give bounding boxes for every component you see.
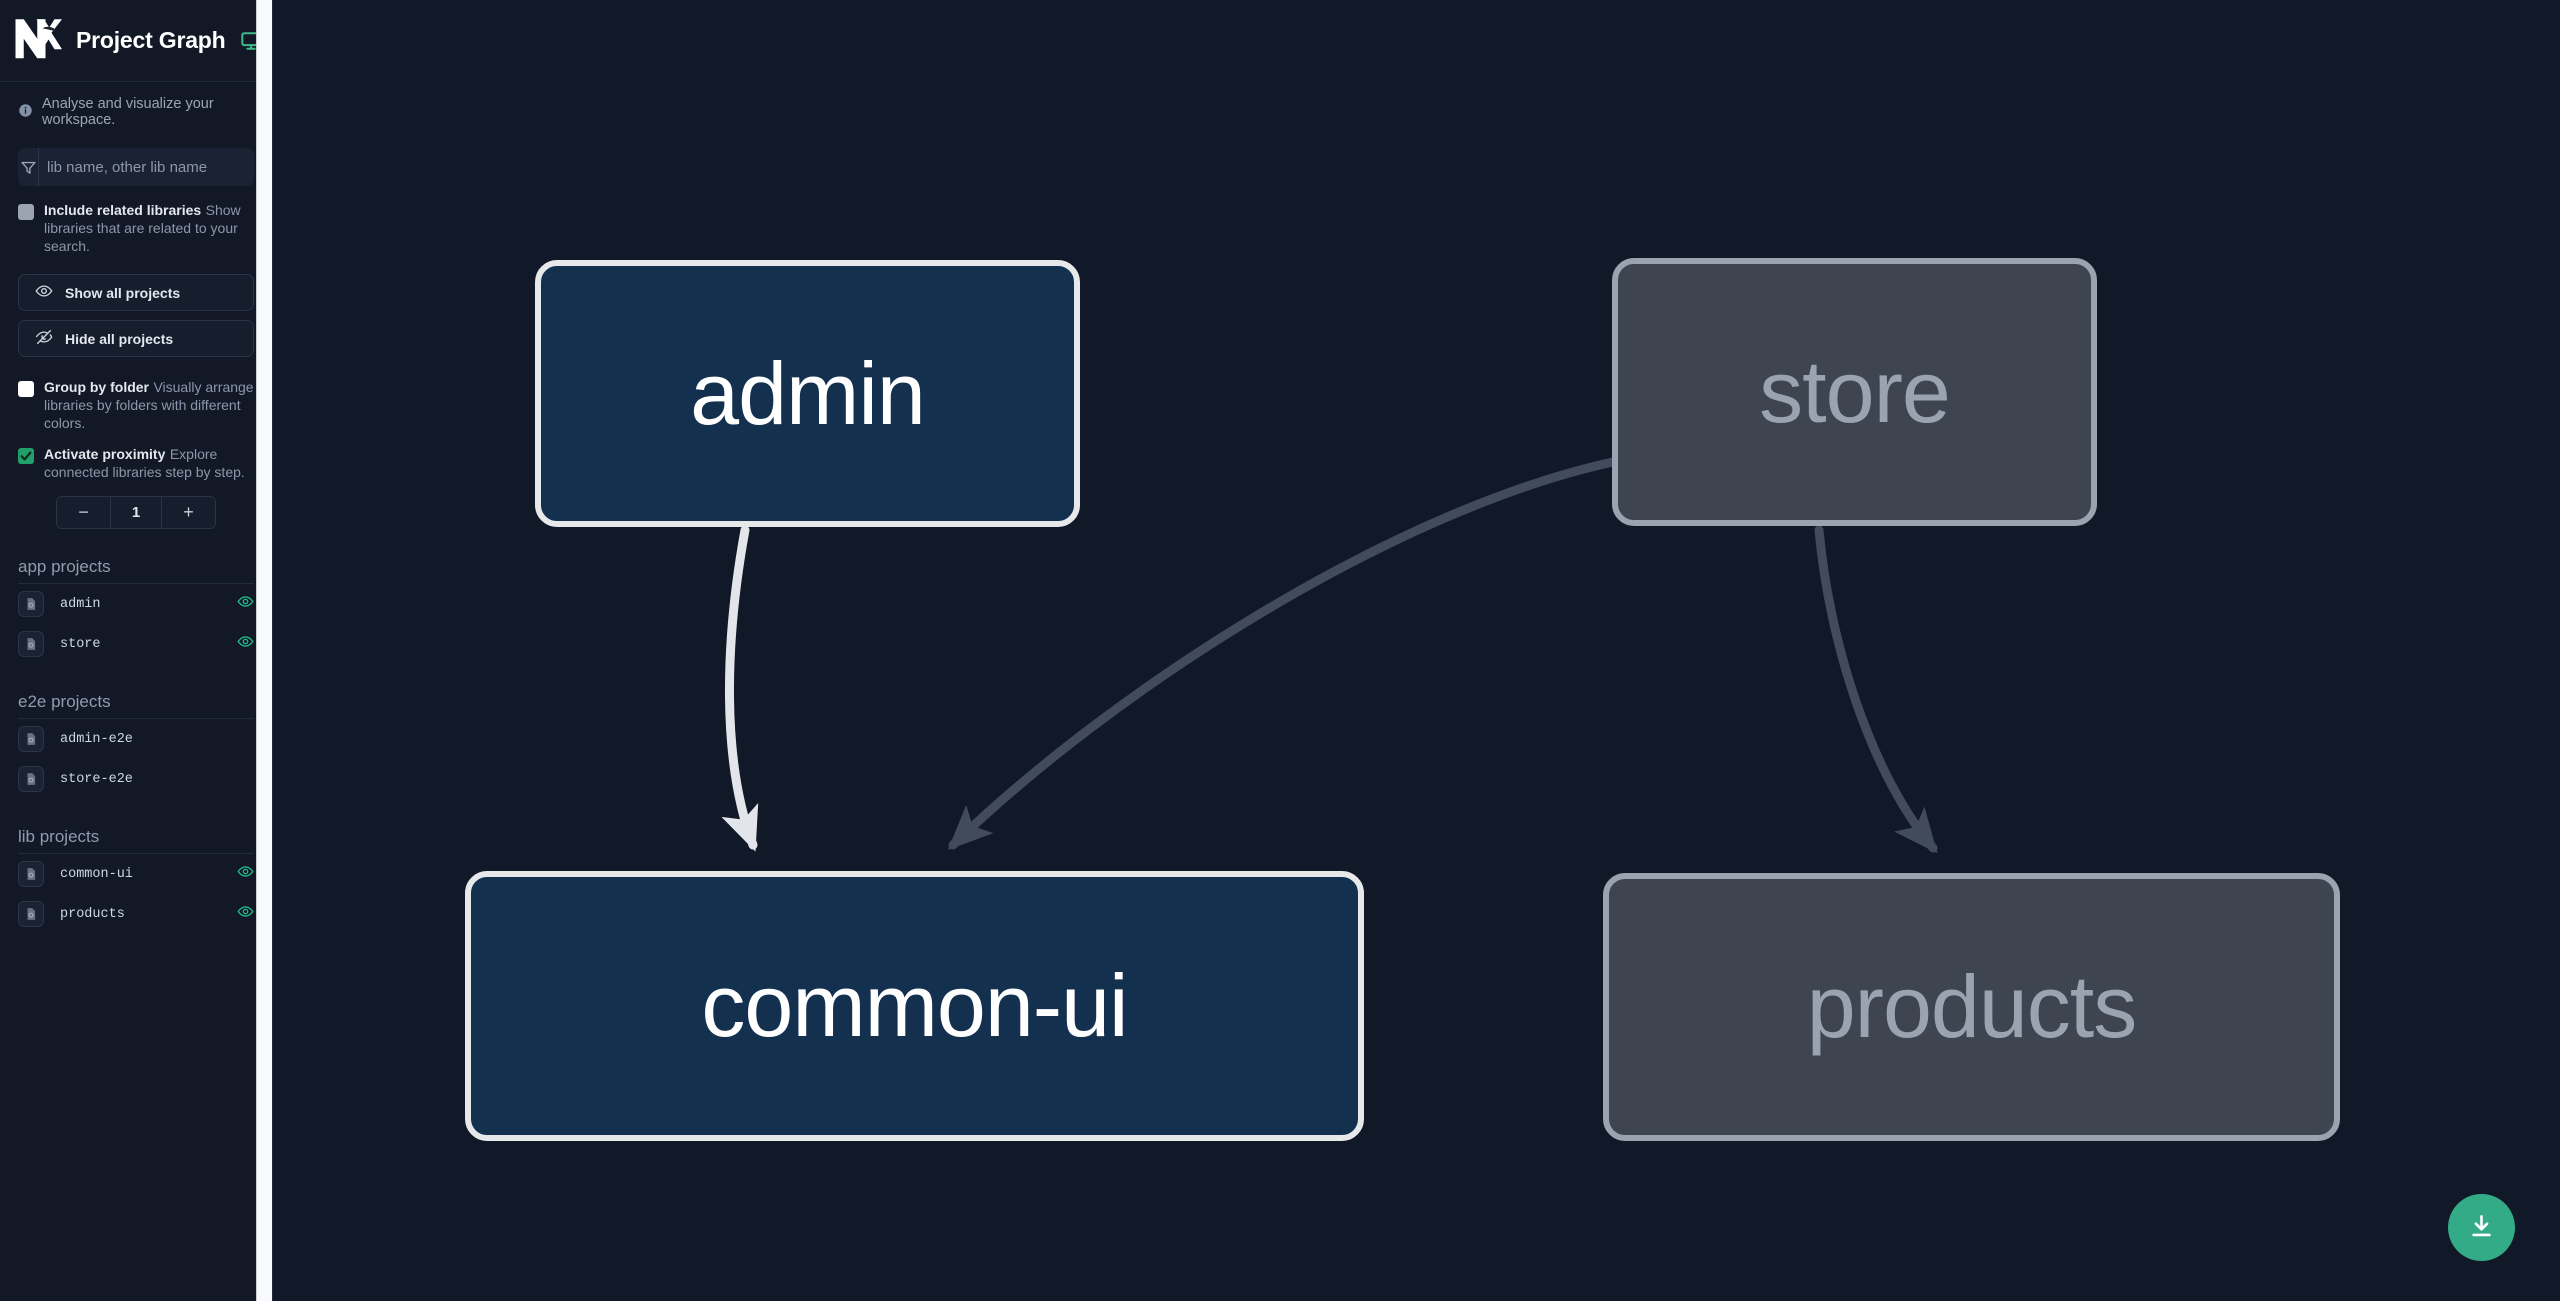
project-icon xyxy=(18,766,44,792)
project-icon xyxy=(18,591,44,617)
proximity-value: 1 xyxy=(110,497,162,528)
graph-node-store[interactable]: store xyxy=(1612,258,2097,526)
eye-icon[interactable] xyxy=(237,863,254,885)
group-title-lib-projects: lib projects xyxy=(18,827,254,854)
project-icon xyxy=(18,901,44,927)
option-activate-proximity[interactable]: Activate proximity Explore connected lib… xyxy=(0,433,272,482)
hide-all-projects-label: Hide all projects xyxy=(65,330,174,347)
project-group-e2e: e2e projects admin-e2e store-e2e xyxy=(0,692,272,799)
edge-admin-to-common-ui xyxy=(721,525,759,852)
project-group-app: app projects admin store xyxy=(0,557,272,664)
project-name: admin xyxy=(60,596,101,612)
proximity-stepper: − 1 + xyxy=(18,496,254,529)
node-label: admin xyxy=(690,343,926,443)
graph-node-common-ui[interactable]: common-ui xyxy=(465,871,1364,1141)
show-all-projects-button[interactable]: Show all projects xyxy=(18,274,254,311)
project-group-lib: lib projects common-ui products xyxy=(0,827,272,934)
node-label: products xyxy=(1806,957,2138,1056)
eye-icon[interactable] xyxy=(237,633,254,655)
nx-logo-icon xyxy=(14,16,62,65)
hide-all-projects-button[interactable]: Hide all projects xyxy=(18,320,254,357)
project-name: store-e2e xyxy=(60,771,133,787)
option-include-related[interactable]: Include related libraries Show libraries… xyxy=(0,186,272,256)
eye-off-icon xyxy=(35,328,53,349)
include-related-label: Include related libraries xyxy=(44,202,202,218)
graph-node-admin[interactable]: admin xyxy=(535,260,1080,527)
eye-icon[interactable] xyxy=(237,903,254,925)
graph-node-products[interactable]: products xyxy=(1603,873,2340,1141)
eye-icon xyxy=(35,282,53,303)
list-item[interactable]: admin xyxy=(18,584,254,624)
project-icon xyxy=(18,631,44,657)
proximity-increment-button[interactable]: + xyxy=(162,497,215,528)
download-button[interactable] xyxy=(2448,1194,2515,1261)
page-title: Project Graph xyxy=(76,27,226,53)
proximity-decrement-button[interactable]: − xyxy=(57,497,110,528)
group-by-folder-desc: Visually arrange libraries by folders wi… xyxy=(44,379,254,431)
activate-proximity-desc: Explore connected libraries step by step… xyxy=(44,446,245,480)
check-icon xyxy=(20,451,32,461)
activate-proximity-label: Activate proximity xyxy=(44,446,166,462)
show-all-projects-label: Show all projects xyxy=(65,284,181,301)
edge-store-to-products xyxy=(1814,525,1938,854)
group-by-folder-label: Group by folder xyxy=(44,379,149,395)
search-box[interactable] xyxy=(18,148,254,186)
node-label: store xyxy=(1759,342,1951,441)
edge-store-to-common-ui xyxy=(947,457,1618,850)
info-icon xyxy=(18,103,33,122)
include-related-checkbox[interactable] xyxy=(18,204,34,220)
sidebar: Project Graph Analyse and visualize your… xyxy=(0,0,273,1301)
list-item[interactable]: common-ui xyxy=(18,854,254,894)
list-item[interactable]: products xyxy=(18,894,254,934)
list-item[interactable]: store xyxy=(18,624,254,664)
eye-icon[interactable] xyxy=(237,593,254,615)
group-title-app-projects: app projects xyxy=(18,557,254,584)
include-related-desc: Show libraries that are related to your … xyxy=(44,202,241,254)
graph-canvas[interactable]: admin store common-ui products xyxy=(273,0,2560,1301)
funnel-icon xyxy=(18,148,39,186)
project-icon xyxy=(18,726,44,752)
visibility-buttons: Show all projects Hide all projects xyxy=(0,256,272,357)
sidebar-scrollbar[interactable] xyxy=(256,0,272,1301)
list-item[interactable]: admin-e2e xyxy=(18,719,254,759)
group-by-folder-checkbox[interactable] xyxy=(18,381,34,397)
option-group-by-folder[interactable]: Group by folder Visually arrange librari… xyxy=(0,357,272,433)
group-title-e2e-projects: e2e projects xyxy=(18,692,254,719)
project-name: products xyxy=(60,906,125,922)
sidebar-header: Project Graph xyxy=(0,0,272,82)
search-input[interactable] xyxy=(39,149,254,185)
activate-proximity-checkbox[interactable] xyxy=(18,448,34,464)
node-label: common-ui xyxy=(701,956,1128,1055)
tagline-text: Analyse and visualize your workspace. xyxy=(42,96,214,128)
list-item[interactable]: store-e2e xyxy=(18,759,254,799)
project-name: admin-e2e xyxy=(60,731,133,747)
tagline: Analyse and visualize your workspace. xyxy=(0,82,272,138)
project-icon xyxy=(18,861,44,887)
download-icon xyxy=(2468,1213,2495,1243)
project-name: store xyxy=(60,636,101,652)
graph-edges xyxy=(721,457,1938,854)
project-name: common-ui xyxy=(60,866,133,882)
